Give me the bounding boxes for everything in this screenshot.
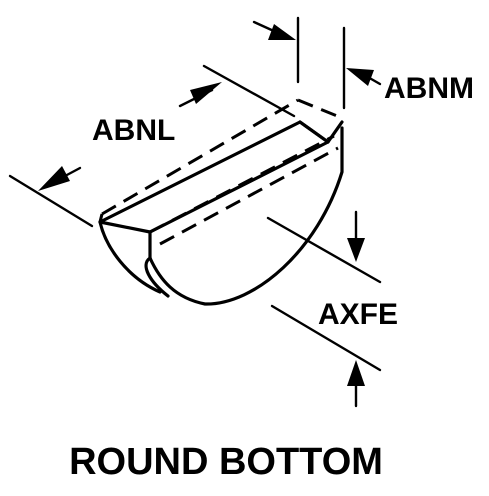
hidden-edge-back-right [297,98,343,120]
abnm-arrowhead-left [268,24,296,40]
diagram-caption: ROUND BOTTOM [69,441,383,483]
hidden-edges [98,98,343,246]
abnl-label: ABNL [92,114,175,147]
hidden-edge-middle [149,134,335,234]
abnl-extension-left [8,174,94,228]
hidden-edge-back-left [98,213,104,223]
key-left-end-curve [98,220,162,294]
axfe-arrowhead-top [347,238,365,262]
abnl-dimension: ABNL [8,64,296,228]
key-round-bottom-front [148,126,344,306]
key-body [98,120,344,306]
hidden-edge-lower [159,146,339,246]
axfe-extension-top [266,216,382,284]
abnl-extension-right [202,64,296,118]
axfe-arrowhead-bottom [347,360,365,386]
hidden-edge-back-top [101,98,299,216]
axfe-label: AXFE [318,298,398,331]
abnl-arrowhead-right [190,82,222,104]
key-left-end-edge [144,256,170,298]
axfe-dimension: AXFE [266,210,398,408]
abnl-arrowhead-left [38,166,70,191]
axfe-extension-bottom [270,304,382,372]
abnm-label: ABNM [384,72,474,105]
abnm-dimension: ABNM [252,16,474,110]
abnm-arrowhead-right [346,68,374,86]
key-right-end [298,120,344,144]
